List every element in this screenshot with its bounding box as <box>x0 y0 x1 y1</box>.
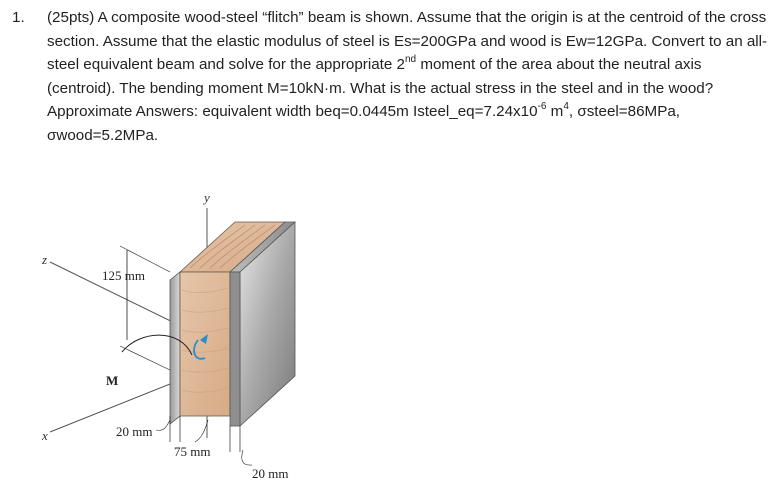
wood-rings <box>181 287 229 393</box>
dim-steel-left-label: 20 mm <box>116 424 152 439</box>
problem-end: , σsteel=86MPa, σwood=5.2MPa. <box>47 103 680 144</box>
problem-text: (25pts) A composite wood-steel “flitch” … <box>47 6 769 147</box>
dim-leader-75 <box>194 419 209 443</box>
dim-wood-label: 75 mm <box>174 444 210 459</box>
problem-number: 1. <box>12 9 25 26</box>
right-steel-plate-edge <box>229 271 241 427</box>
moment-arrowhead <box>200 334 208 344</box>
superscript-nd: nd <box>404 53 417 65</box>
dim-steel-right-label: 20 mm <box>252 466 288 481</box>
problem-mid-1: moment of the area about the neutral axi… <box>47 56 714 120</box>
axis-z-label: z <box>41 252 47 267</box>
wood-cross-section <box>179 271 231 417</box>
left-steel-plate <box>169 271 181 425</box>
height-dim-ext-top <box>119 245 171 273</box>
moment-arrow-curl <box>193 339 206 360</box>
superscript-power: 4 <box>563 100 569 112</box>
moment-arrow <box>121 334 193 356</box>
height-dim-ext-bottom <box>119 345 171 371</box>
dim-leader-20-left <box>155 419 171 431</box>
problem-mid-2: m <box>546 103 564 120</box>
axis-x-label: x <box>41 428 48 443</box>
dim-height-label: 125 mm <box>102 268 145 283</box>
problem-intro: (25pts) A composite wood-steel “flitch” … <box>47 9 768 73</box>
dim-leader-20-right <box>241 449 253 466</box>
flitch-beam-figure: y z x M 125 mm 20 mm 75 mm 20 mm <box>30 180 330 485</box>
axis-y-label: y <box>202 190 210 205</box>
x-axis-line <box>49 379 181 433</box>
moment-label: M <box>106 373 118 388</box>
beam-diagram: y z x M 125 mm 20 mm 75 mm 20 mm <box>41 190 297 481</box>
superscript-exponent: -6 <box>537 100 547 112</box>
